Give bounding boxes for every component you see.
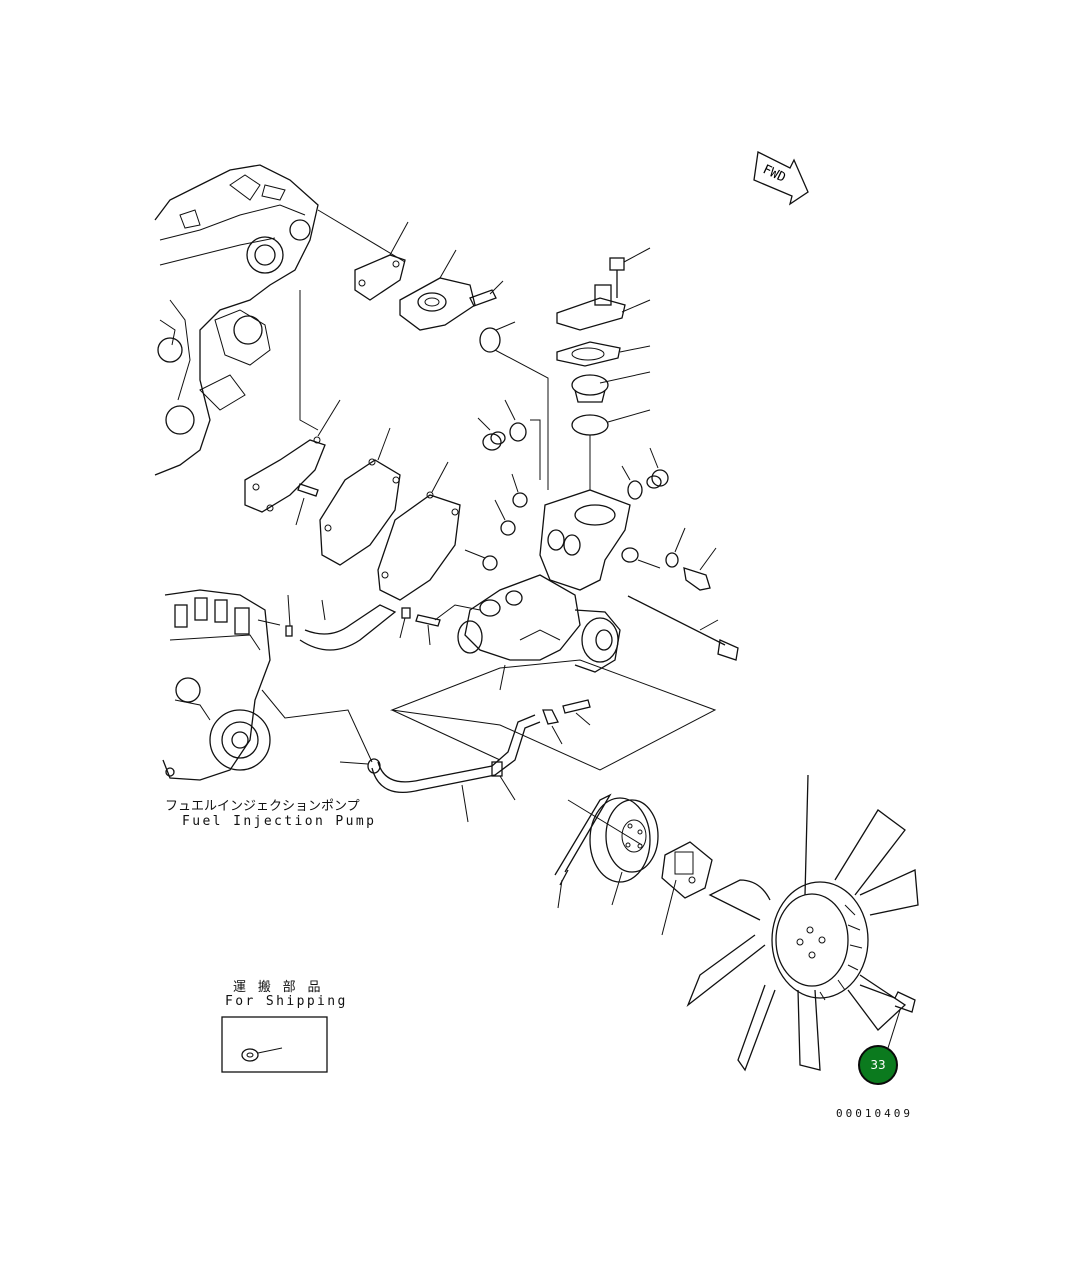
bolt-thermostat	[609, 247, 651, 298]
bolt-housing	[683, 547, 717, 591]
water-pump-housing	[457, 489, 631, 691]
fuel-injection-pump	[162, 589, 373, 781]
washer-housing	[665, 527, 686, 568]
gasket-upper	[354, 221, 409, 301]
v-belt	[554, 793, 612, 909]
clamp-2	[399, 607, 411, 639]
o-ring-upper	[479, 321, 549, 490]
bolt-upper	[469, 280, 504, 307]
drawing-number: 00010409	[836, 1107, 913, 1120]
pipe-pump	[562, 699, 591, 726]
bolt-gasket	[295, 483, 319, 526]
fwd-label: FWD	[760, 162, 788, 186]
hose-upper	[299, 599, 397, 651]
cooling-fan	[686, 774, 919, 1072]
callout-badge[interactable]: 33	[858, 1045, 898, 1085]
plug-housing	[621, 547, 661, 569]
shipping-label-en: For Shipping	[225, 994, 348, 1009]
thermostat-gasket	[556, 341, 651, 367]
gasket-pump-2	[319, 427, 401, 566]
pipe-short	[415, 614, 441, 646]
callout-number: 33	[870, 1058, 886, 1072]
plug-left	[477, 417, 506, 451]
gasket-pump-3	[377, 461, 461, 601]
shipping-box	[221, 1016, 328, 1073]
clamp-pump	[542, 709, 563, 745]
fuel-pump-label-en: Fuel Injection Pump	[182, 814, 377, 829]
plug-small-3	[464, 549, 498, 571]
plug-right	[646, 447, 669, 489]
pulley	[589, 797, 659, 906]
shipping-label-jp: 運 搬 部 品	[233, 980, 323, 995]
thermostat	[571, 371, 651, 403]
spacer	[661, 841, 713, 936]
housing-upper	[399, 249, 476, 331]
plug-small-2	[494, 499, 516, 536]
washer-right	[621, 465, 643, 500]
thermostat-cover	[556, 284, 651, 331]
fan-bolt	[859, 984, 916, 1049]
clamp-lower	[339, 758, 381, 774]
fuel-pump-label-jp: フュエルインジェクションポンプ	[165, 799, 360, 814]
washer-left	[504, 399, 541, 480]
engine-block	[154, 164, 319, 476]
plug-small-1	[511, 473, 528, 508]
gasket-pump-1	[244, 399, 341, 513]
thermostat-o-ring	[571, 409, 651, 490]
fwd-arrow-icon: FWD	[753, 151, 809, 206]
bolt-long	[627, 595, 739, 661]
hose-lower	[371, 714, 541, 823]
clamp-1	[285, 594, 293, 637]
